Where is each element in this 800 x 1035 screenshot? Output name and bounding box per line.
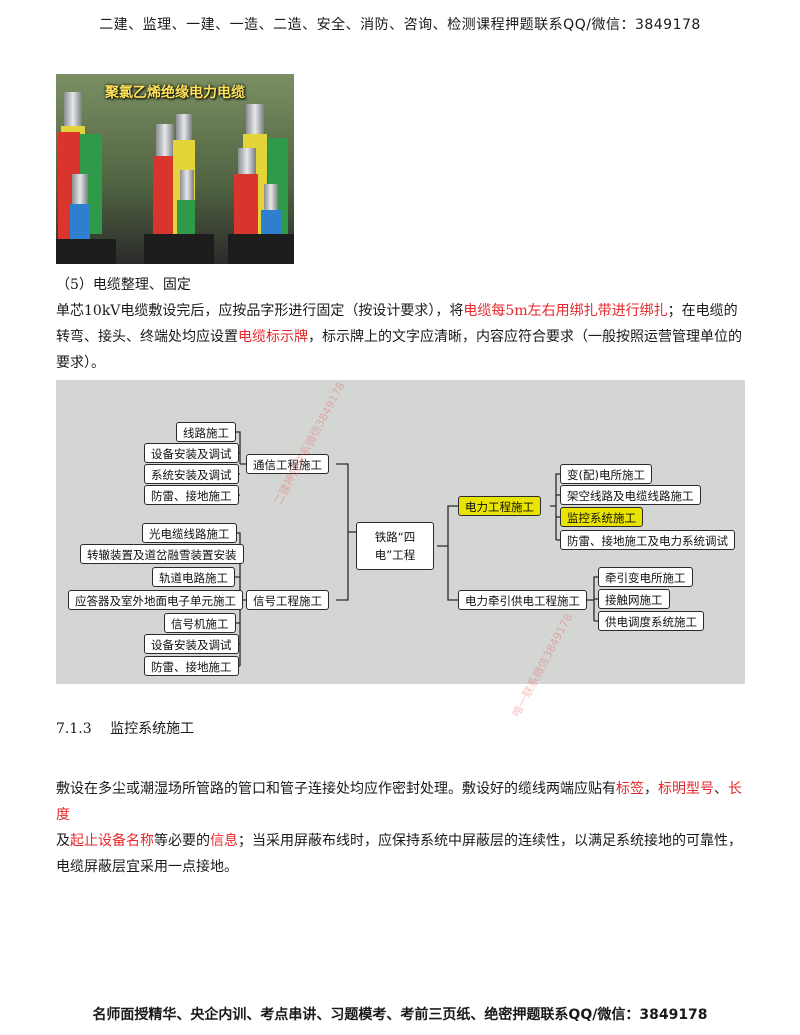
highlight-text: 电缆标示牌 <box>238 329 308 345</box>
text-run: 、 <box>714 781 728 797</box>
section-7-1-3-paragraph: 敷设在多尘或潮湿场所管路的管口和管子连接处均应作密封处理。敷设好的缆线两端应贴有… <box>56 776 746 880</box>
mindmap-node: 系统安装及调试 <box>144 464 239 484</box>
mindmap-node: 防雷、接地施工 <box>144 485 239 505</box>
highlight-text: 标明型号 <box>658 781 714 797</box>
highlight-text: 标签 <box>616 781 644 797</box>
mindmap-node: 转辙装置及道岔融雪装置安装 <box>80 544 244 564</box>
mindmap-node: 变(配)电所施工 <box>560 464 652 484</box>
text-run: ；在电缆的转弯、接头、终端处均应设置 <box>56 303 738 345</box>
mindmap-node: 架空线路及电缆线路施工 <box>560 485 701 505</box>
mindmap-node: 轨道电路施工 <box>152 567 235 587</box>
mindmap-node: 防雷、接地施工及电力系统调试 <box>560 530 735 550</box>
text-run: 单芯10kV电缆敷设完后，应按品字形进行固定（按设计要求），将 <box>56 303 464 319</box>
text-run: 敷设在多尘或潮湿场所管路的管口和管子连接处均应作密封处理。敷设好的缆线两端应贴有 <box>56 781 616 797</box>
cable-photo: 聚氯乙烯绝缘电力电缆 <box>56 74 294 264</box>
text-run: 等必要的 <box>154 833 210 849</box>
mindmap-node: 接触网施工 <box>598 589 670 609</box>
mindmap-branch-node-highlighted: 电力工程施工 <box>458 496 541 516</box>
text-run: ， <box>644 781 658 797</box>
page-header: 二建、监理、一建、一造、二造、安全、消防、咨询、检测课程押题联系QQ/微信：38… <box>99 17 701 33</box>
mindmap-branch-node: 电力牵引供电工程施工 <box>458 590 587 610</box>
mindmap-node-highlighted: 监控系统施工 <box>560 507 643 527</box>
text-run: 及 <box>56 833 70 849</box>
text-run: ；当采用屏蔽布线时，应保持系统中屏蔽层的连续性，以满足系统接地的可靠性，电缆屏蔽… <box>56 833 742 875</box>
section-7-1-3-title: 7.1.3 监控系统施工 <box>56 721 195 737</box>
mindmap-node: 应答器及室外地面电子单元施工 <box>68 590 243 610</box>
mindmap-node: 设备安装及调试 <box>144 443 239 463</box>
mindmap-node: 光电缆线路施工 <box>142 523 237 543</box>
mindmap-node: 设备安装及调试 <box>144 634 239 654</box>
highlight-text: 长度 <box>56 781 742 823</box>
mindmap-branch-node: 通信工程施工 <box>246 454 329 474</box>
cable-illustration <box>56 74 294 264</box>
highlight-text: 电缆每5m左右用绑扎带进行绑扎 <box>463 303 668 319</box>
text-run: ，标示牌上的文字应清晰，内容应符合要求（一般按照运营管理单位的要求）。 <box>56 329 742 371</box>
section-5-title: （5）电缆整理、固定 <box>56 277 191 293</box>
mindmap-node: 信号机施工 <box>164 613 236 633</box>
mindmap-diagram: 线路施工 设备安装及调试 系统安装及调试 防雷、接地施工 通信工程施工 光电缆线… <box>56 380 745 719</box>
mindmap-node: 供电调度系统施工 <box>598 611 704 631</box>
mindmap-node: 防雷、接地施工 <box>144 656 239 676</box>
photo-caption: 聚氯乙烯绝缘电力电缆 <box>105 85 245 101</box>
mindmap-branch-node: 信号工程施工 <box>246 590 329 610</box>
highlight-text: 起止设备名称 <box>70 833 154 849</box>
highlight-text: 信息 <box>210 833 238 849</box>
mindmap-node: 牵引变电所施工 <box>598 567 693 587</box>
section-5-paragraph: 单芯10kV电缆敷设完后，应按品字形进行固定（按设计要求），将电缆每5m左右用绑… <box>56 298 746 376</box>
page-footer: 名师面授精华、央企内训、考点串讲、习题模考、考前三页纸、绝密押题联系QQ/微信：… <box>92 1007 708 1023</box>
mindmap-node: 线路施工 <box>176 422 236 442</box>
mindmap-root-node: 铁路“四电”工程 <box>356 522 434 570</box>
